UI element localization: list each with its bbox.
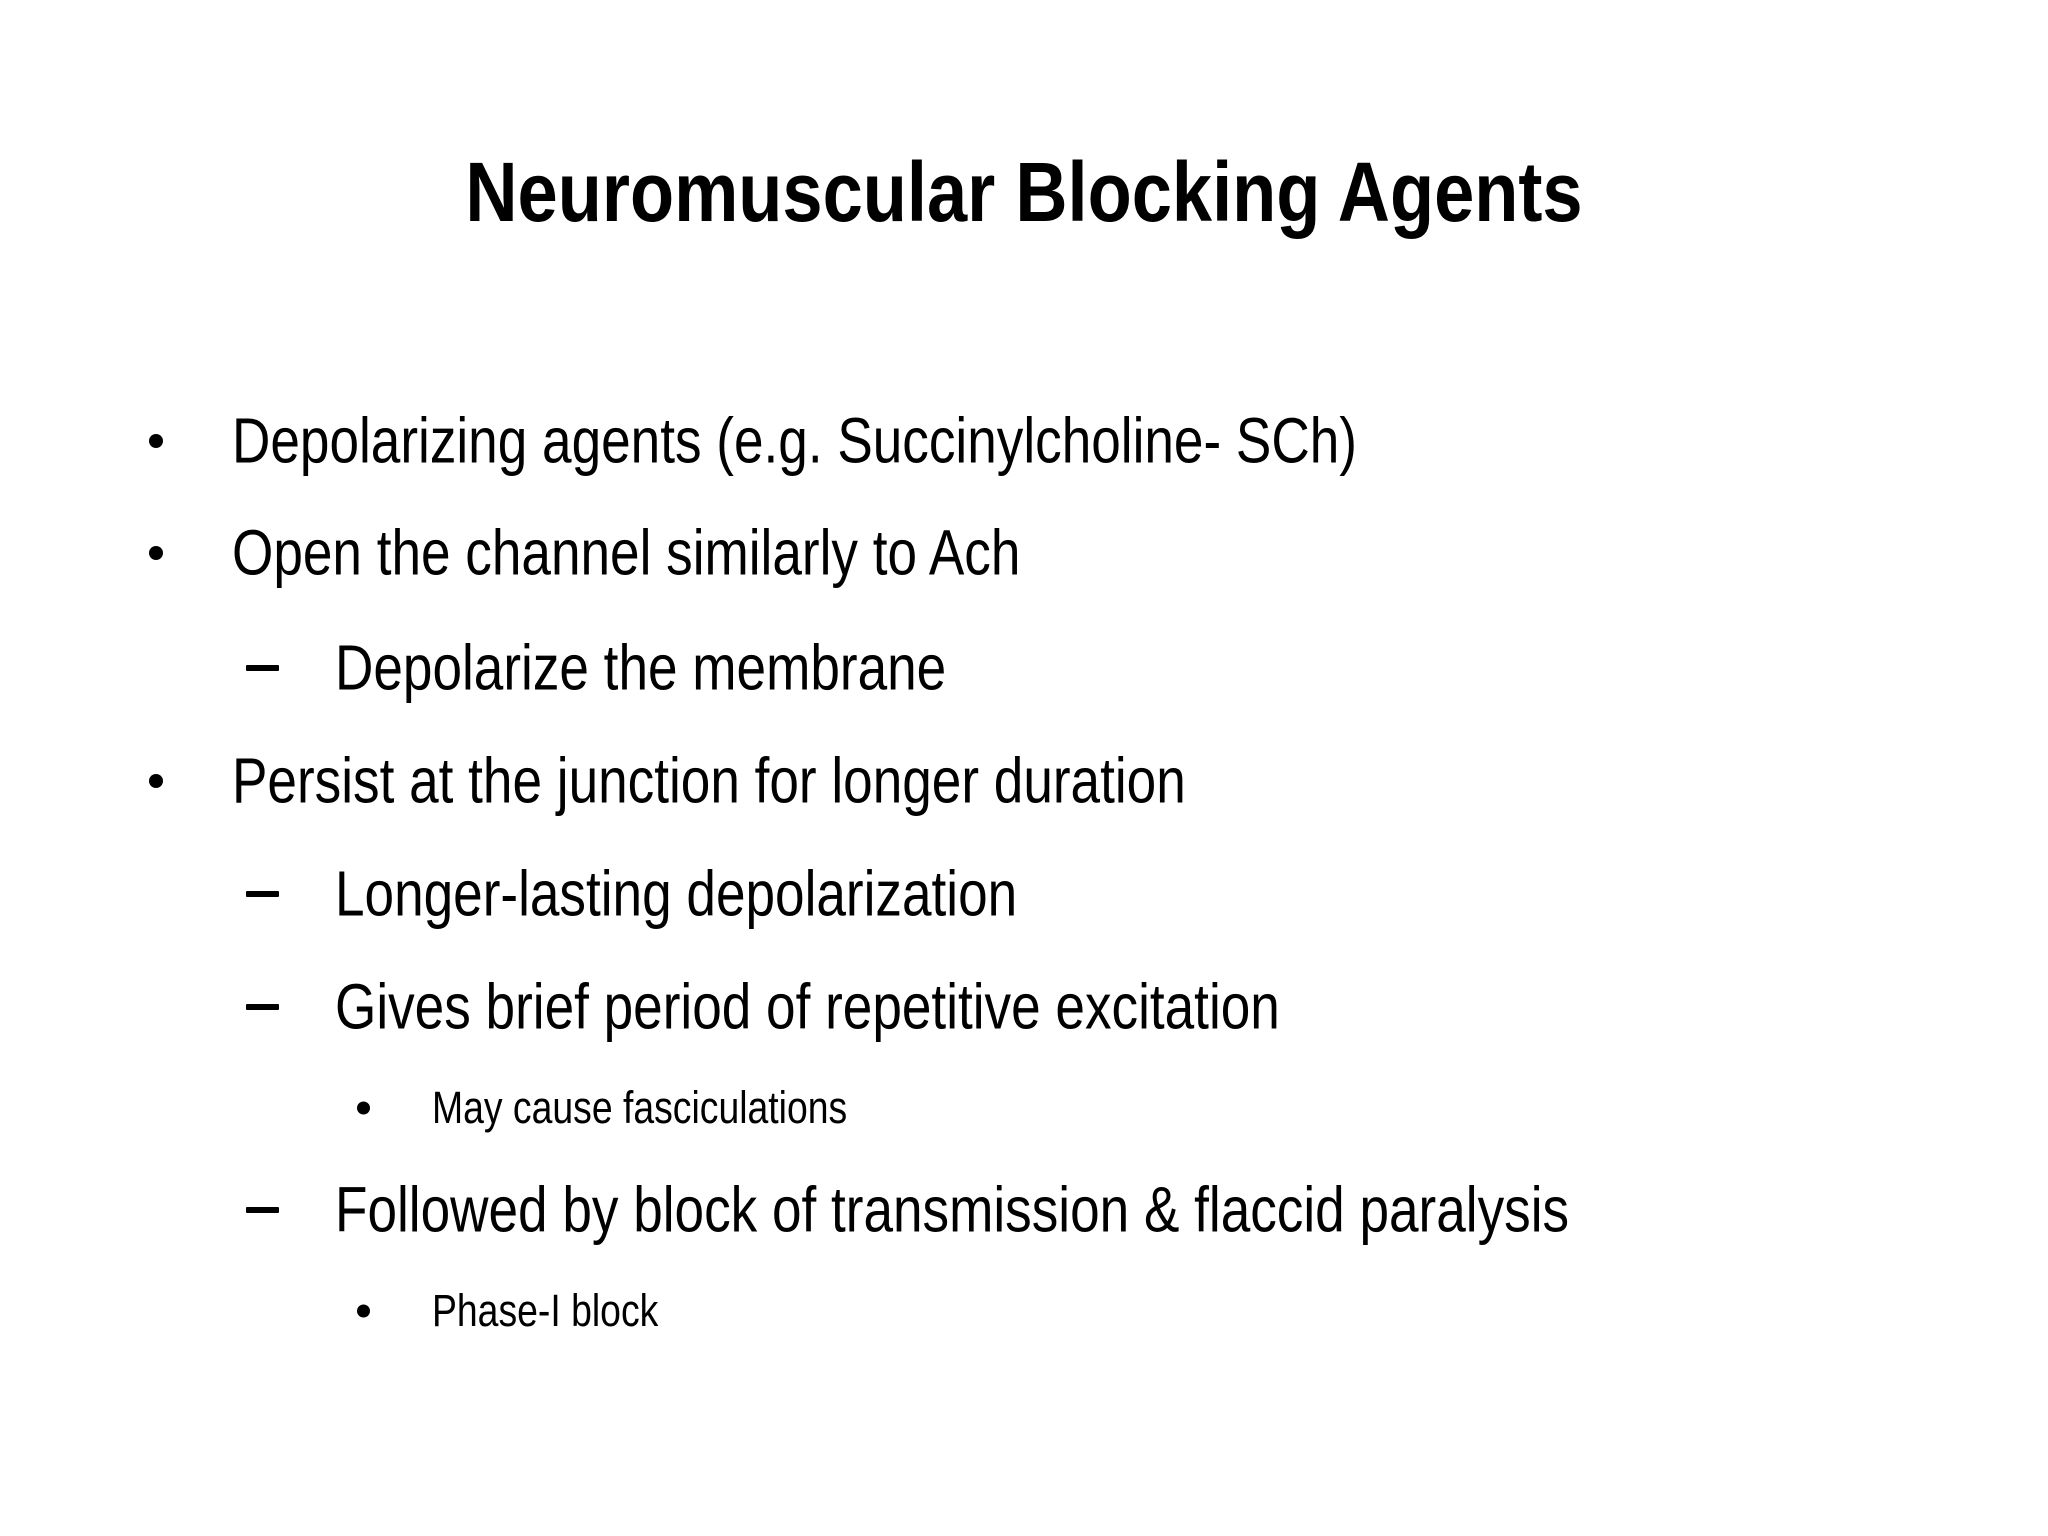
bullet-text: Phase-I block (432, 1285, 659, 1336)
bullet-text: Followed by block of transmission & flac… (335, 1173, 1570, 1246)
bullet-dot-icon (149, 546, 163, 560)
bullet-dot-small-icon (357, 1101, 370, 1115)
bullet-text: Depolarizing agents (e.g. Succinylcholin… (232, 404, 1357, 477)
slide-title: Neuromuscular Blocking Agents (465, 145, 1583, 239)
bullet-item: Depolarize the membrane (0, 623, 2048, 713)
bullet-dot-icon (149, 434, 163, 448)
bullet-text: Longer-lasting depolarization (335, 857, 1018, 930)
dash-icon (246, 1004, 279, 1010)
bullet-item: Phase-I block (0, 1266, 2048, 1356)
bullet-dot-small-icon (357, 1304, 370, 1318)
bullet-item: Open the channel similarly to Ach (0, 508, 2048, 598)
bullet-text: Open the channel similarly to Ach (232, 516, 1021, 589)
dash-icon (246, 1207, 279, 1213)
bullet-item: Followed by block of transmission & flac… (0, 1165, 2048, 1255)
dash-icon (246, 891, 279, 897)
bullet-text: Persist at the junction for longer durat… (232, 744, 1186, 817)
bullet-item: Gives brief period of repetitive excitat… (0, 962, 2048, 1052)
bullet-text: Gives brief period of repetitive excitat… (335, 970, 1280, 1043)
bullet-item: Persist at the junction for longer durat… (0, 736, 2048, 826)
bullet-item: Depolarizing agents (e.g. Succinylcholin… (0, 396, 2048, 486)
bullet-item: May cause fasciculations (0, 1063, 2048, 1153)
bullet-text: Depolarize the membrane (335, 631, 947, 704)
bullet-text: May cause fasciculations (432, 1082, 848, 1133)
bullet-item: Longer-lasting depolarization (0, 849, 2048, 939)
dash-icon (246, 665, 279, 671)
bullet-dot-icon (149, 774, 163, 788)
